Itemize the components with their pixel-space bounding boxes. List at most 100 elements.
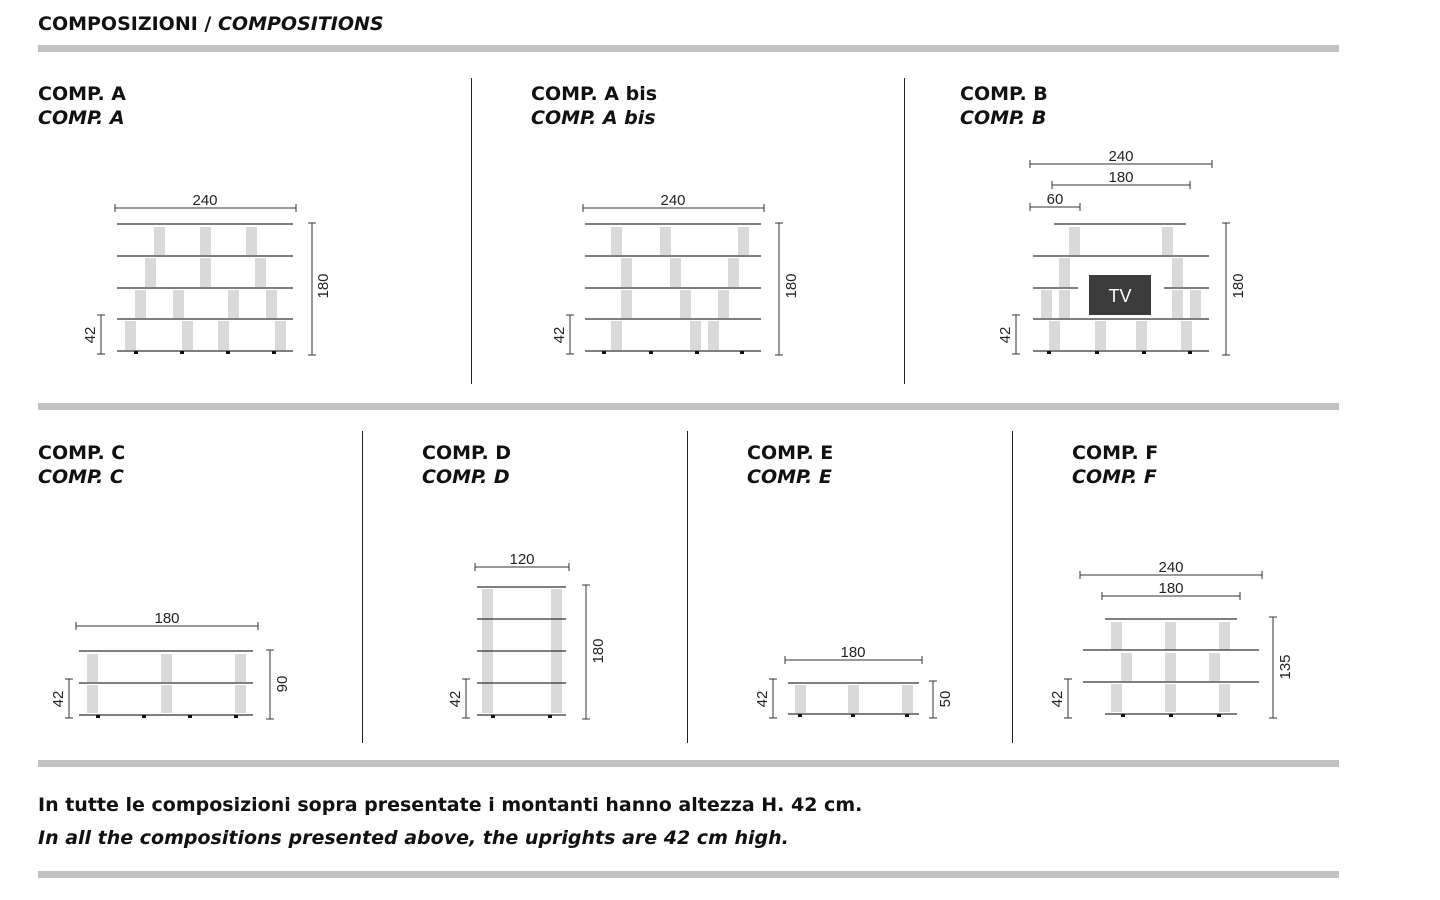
upright (1136, 321, 1147, 350)
foot (491, 715, 495, 718)
upright (1095, 321, 1106, 350)
foot (851, 714, 855, 717)
separator-bar-lower (38, 760, 1339, 767)
foot (180, 351, 184, 354)
comp-a-uprights (125, 227, 286, 350)
comp-f-uprights (1111, 622, 1230, 712)
comp-a-bis-drawing: 240 180 42 (551, 192, 800, 356)
upright (154, 227, 165, 255)
footnote-english: In all the compositions presented above,… (38, 827, 789, 849)
foot (188, 715, 192, 718)
upright (848, 685, 859, 713)
comp-a-bis-height-dimension (775, 222, 783, 356)
separator-bar-middle (38, 403, 1339, 410)
comp-b-feet (1047, 351, 1192, 354)
upright (1165, 653, 1176, 681)
upright (235, 654, 246, 682)
upright (161, 654, 172, 682)
foot (134, 351, 138, 354)
upright (1219, 622, 1230, 650)
foot (1142, 351, 1146, 354)
upright (1041, 290, 1052, 318)
upright (718, 290, 729, 318)
comp-b-width-dimension-240 (1029, 160, 1213, 168)
foot (740, 351, 744, 354)
title-english: COMPOSITIONS (217, 13, 384, 35)
upright (1162, 227, 1173, 255)
comp-a-width-dimension (114, 204, 297, 212)
comp-e-drawing: 180 50 42 (754, 644, 954, 719)
comp-e-width-dimension (784, 656, 923, 664)
comp-f-height-label: 135 (1277, 654, 1294, 679)
foot (226, 351, 230, 354)
comp-f-upright-label: 42 (1049, 691, 1066, 708)
upright (266, 290, 277, 318)
upright (161, 685, 172, 713)
comp-a-bis-width-label: 240 (660, 192, 685, 209)
comp-c-shelves (79, 650, 253, 716)
comp-f-width-label-180: 180 (1158, 580, 1183, 597)
upright (621, 258, 632, 287)
comp-e-height-label: 50 (937, 691, 954, 708)
comp-f-name-it: COMP. F (1072, 442, 1159, 464)
upright (670, 258, 681, 287)
comp-a-upright-label: 42 (82, 327, 99, 344)
upright (621, 290, 632, 318)
comp-b-width-dimension-60 (1029, 203, 1081, 211)
upright (135, 290, 146, 318)
comp-a-bis-feet (602, 351, 744, 354)
upright (1172, 258, 1183, 287)
comp-b-height-dimension (1222, 222, 1230, 356)
comp-b-drawing: TV 240 180 60 180 (997, 148, 1247, 356)
foot (695, 351, 699, 354)
comp-a-height-dimension (308, 222, 316, 356)
comp-c-upright-dimension (65, 678, 73, 719)
upright (1111, 622, 1122, 650)
comp-b-width-label-60: 60 (1047, 191, 1064, 208)
foot (548, 715, 552, 718)
comp-a-height-label: 180 (315, 273, 332, 298)
comp-d-label: COMP. D COMP. D (422, 441, 511, 489)
upright (1181, 321, 1192, 350)
tv-box (1089, 275, 1151, 315)
comp-d-upright-label: 42 (447, 691, 464, 708)
comp-a-upright-dimension (97, 314, 105, 355)
separator-bar-top (38, 45, 1339, 52)
comp-e-upright-dimension (769, 678, 777, 719)
comp-b-width-label-180: 180 (1108, 169, 1133, 186)
upright (275, 321, 286, 350)
upright (1165, 622, 1176, 650)
comp-c-width-label: 180 (154, 610, 179, 627)
foot (142, 715, 146, 718)
upright (228, 290, 239, 318)
upright (87, 685, 98, 713)
upright (728, 258, 739, 287)
tv-label: TV (1108, 286, 1131, 306)
comp-b-uprights (1041, 227, 1201, 350)
comp-c-height-dimension (266, 649, 274, 720)
comp-a-bis-label: COMP. A bis COMP. A bis (531, 82, 657, 130)
foot (1169, 714, 1173, 717)
foot (798, 714, 802, 717)
upright (1121, 653, 1132, 681)
comp-a-label: COMP. A COMP. A (38, 82, 126, 130)
comp-a-shelves (117, 223, 293, 352)
comp-b-width-label-240: 240 (1108, 148, 1133, 165)
comp-b-upright-dimension (1012, 314, 1020, 355)
upright (902, 685, 913, 713)
upright (1111, 684, 1122, 712)
foot (905, 714, 909, 717)
comp-a-name-it: COMP. A (38, 83, 126, 105)
foot (234, 715, 238, 718)
comp-a-bis-upright-dimension (566, 314, 574, 355)
upright (200, 227, 211, 255)
comp-f-width-dimension-240 (1079, 571, 1263, 579)
comp-f-drawing: 240 180 135 42 (1049, 559, 1294, 719)
comp-e-name-en: COMP. E (747, 466, 832, 488)
comp-e-uprights (795, 685, 913, 713)
comp-a-bis-shelves (585, 223, 761, 352)
upright (738, 227, 749, 255)
comp-f-feet (1121, 714, 1221, 717)
comp-a-width-label: 240 (192, 192, 217, 209)
comp-c-name-en: COMP. C (38, 466, 124, 488)
